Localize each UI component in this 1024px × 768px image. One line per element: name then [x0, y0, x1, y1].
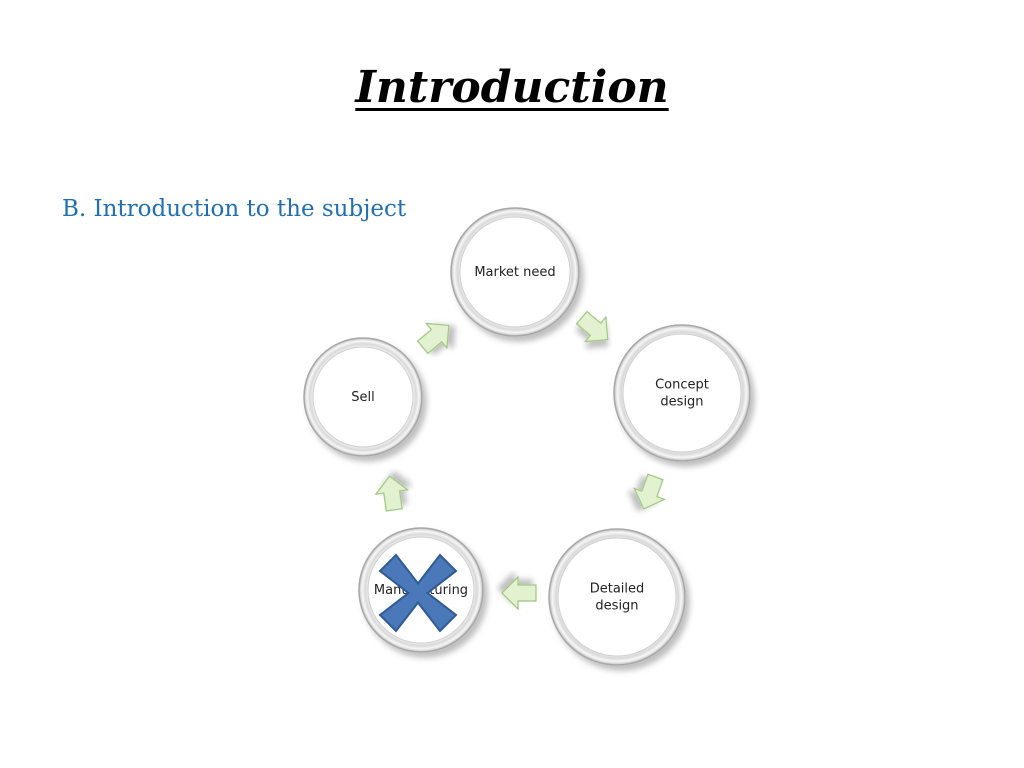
- cycle-arrow-icon: [575, 310, 609, 343]
- cycle-arrow-icon: [501, 575, 537, 611]
- node-label: Market need: [474, 265, 555, 280]
- node-concept-design: Concept design: [613, 324, 751, 462]
- node-label: design: [595, 599, 638, 614]
- node-sell: Sell: [303, 337, 423, 457]
- cycle-arrow-icon: [633, 473, 666, 510]
- cycle-arrow-icon: [416, 322, 450, 355]
- node-label: Sell: [351, 390, 374, 405]
- node-market-need: Market need: [450, 207, 580, 337]
- node-label: Detailed: [590, 582, 645, 597]
- slide-title: Introduction: [355, 62, 669, 113]
- node-label: Concept: [655, 378, 709, 393]
- node-detailed-design: Detailed design: [548, 528, 686, 666]
- slide-subtitle: B. Introduction to the subject: [62, 196, 407, 222]
- cycle-arrow-icon: [374, 475, 410, 512]
- x-cross-icon: [378, 553, 458, 633]
- node-label: design: [660, 395, 703, 410]
